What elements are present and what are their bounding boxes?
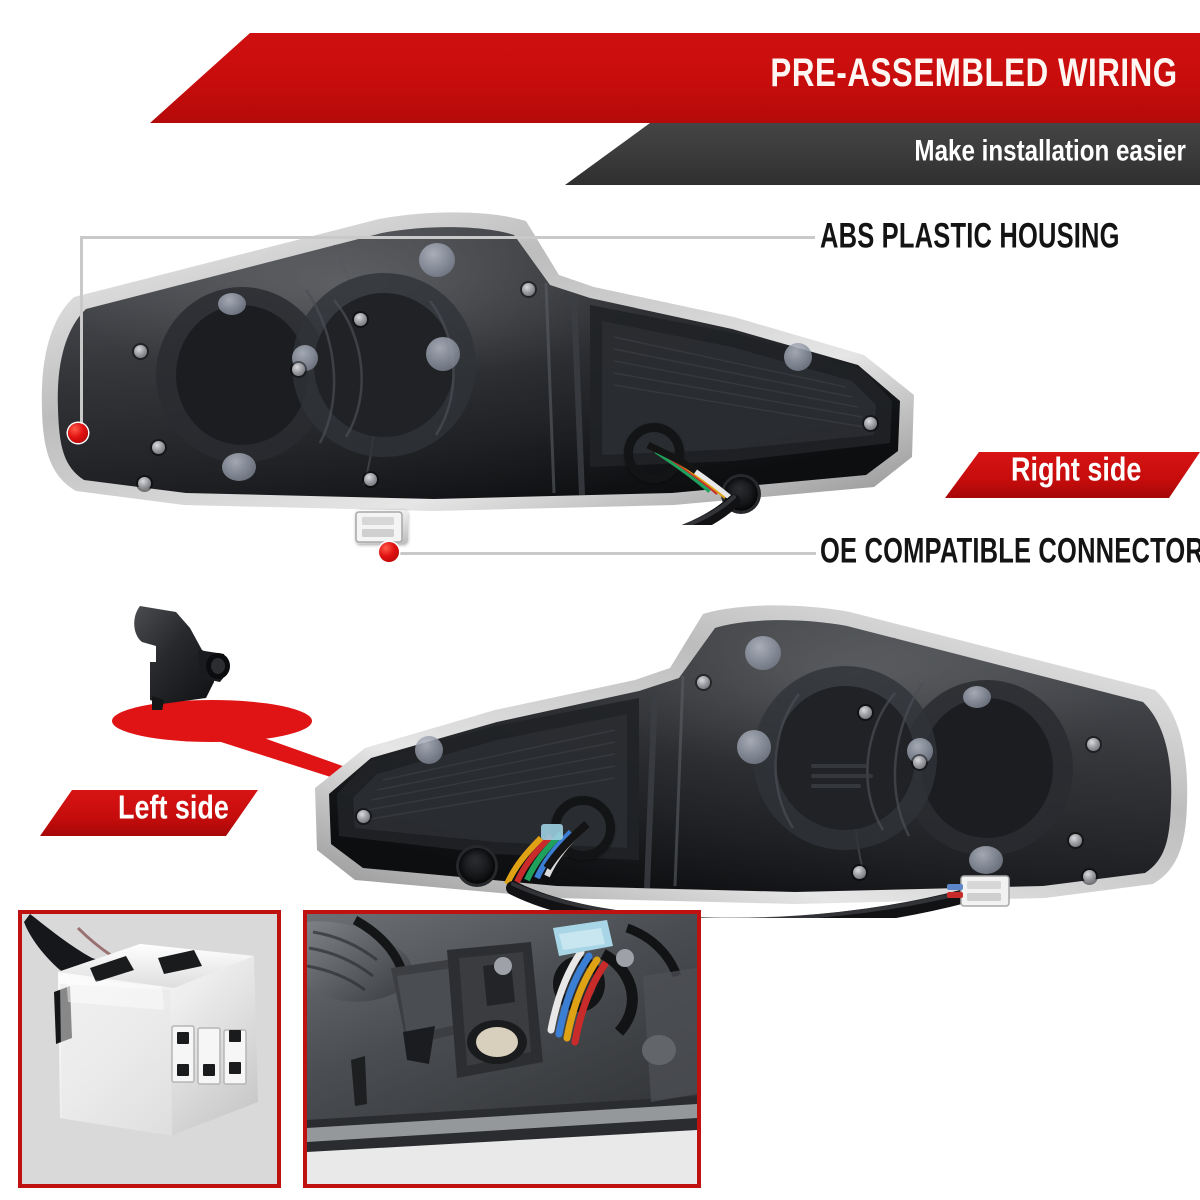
screw [354, 313, 367, 326]
screw [864, 417, 877, 430]
callout-leader-housing-horizontal [80, 236, 815, 239]
bulb-socket [459, 848, 495, 884]
screw [138, 477, 151, 490]
housing-pad [218, 293, 246, 315]
connector-closeup-photo [22, 914, 277, 1184]
callout-marker-housing [68, 423, 88, 443]
badge-left-side-label: Left side [118, 789, 229, 827]
screw [357, 810, 370, 823]
housing-pad [426, 337, 460, 371]
callout-marker-connector [379, 542, 399, 562]
screw [1069, 834, 1082, 847]
screw [134, 345, 147, 358]
right-side-taillight-image [34, 205, 934, 525]
badge-left-side: Left side [40, 790, 258, 836]
header-subtitle: Make installation easier [914, 133, 1186, 168]
housing-pad [222, 453, 256, 481]
header-red-banner: PRE-ASSEMBLED WIRING [150, 33, 1200, 123]
wiring-harness [646, 441, 741, 525]
housing-pad [419, 243, 455, 277]
housing-pad [415, 736, 443, 764]
screw [913, 756, 926, 769]
badge-right-side: Right side [945, 452, 1200, 498]
housing-pad [745, 636, 781, 670]
left-side-taillight-image [245, 598, 1195, 918]
header-dark-banner: Make installation easier [565, 123, 1200, 185]
installation-closeup-photo [307, 914, 697, 1184]
screw [152, 441, 165, 454]
callout-leader-housing-vertical [80, 236, 83, 436]
screw [522, 283, 535, 296]
housing-pad [784, 343, 812, 371]
housing-pad [969, 846, 1003, 874]
screw [853, 866, 866, 879]
header-title: PRE-ASSEMBLED WIRING [770, 50, 1178, 96]
screw [697, 676, 710, 689]
mounting-bracket-part [134, 606, 230, 710]
callout-label-oe-compatible-connector: OE COMPATIBLE CONNECTOR [820, 532, 1200, 572]
callout-leader-connector [388, 552, 816, 555]
screw [1083, 870, 1096, 883]
screw [859, 706, 872, 719]
inset-installation-closeup [303, 910, 701, 1188]
screw [364, 473, 377, 486]
wiring-harness [504, 820, 972, 918]
left-harness-plug [947, 875, 1010, 907]
bulb-socket [624, 423, 684, 483]
oe-connector-plug-detail [355, 511, 403, 543]
inset-connector-closeup [18, 910, 281, 1188]
screw [292, 363, 305, 376]
housing-pad [737, 730, 771, 764]
badge-right-side-label: Right side [1011, 451, 1142, 489]
housing-pad [963, 686, 991, 708]
screw [1087, 738, 1100, 751]
callout-label-abs-plastic-housing: ABS PLASTIC HOUSING [820, 217, 1120, 257]
